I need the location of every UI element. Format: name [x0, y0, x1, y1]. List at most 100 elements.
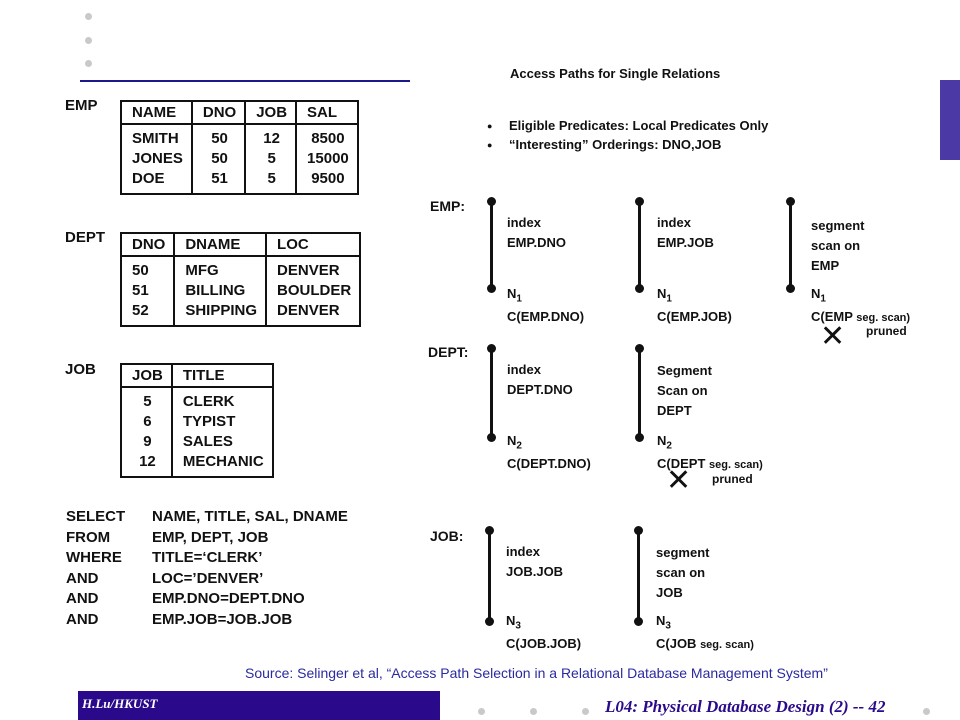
title-rule — [80, 80, 410, 82]
decorative-dot — [923, 708, 930, 715]
emp-plan-1-line — [487, 197, 496, 293]
dept-plan-2-line — [635, 344, 644, 442]
sql-clause: NAME, TITLE, SAL, DNAME — [152, 508, 348, 525]
emp-table-cell: 5 — [244, 149, 298, 169]
decorative-dot — [478, 708, 485, 715]
job-plan-2-text: segment scan on JOB — [656, 545, 710, 600]
emp-table-cell: DOE — [120, 169, 193, 195]
dept-plan-1-line — [487, 344, 496, 442]
dept-table-cell: MFG — [173, 256, 268, 281]
footer-slide-title: L04: Physical Database Design (2) -- 42 — [605, 697, 886, 716]
job-table-cell: CLERK — [170, 387, 274, 412]
emp-plan-2-line — [635, 197, 644, 293]
job-table-cell: 12 — [120, 452, 173, 478]
emp-column-header: SAL — [295, 100, 359, 125]
dept-table-cell: SHIPPING — [173, 301, 268, 327]
sql-clause: TITLE=‘CLERK’ — [152, 549, 263, 566]
access-paths-title: Access Paths for Single Relations — [510, 66, 721, 81]
emp-plan-3-pruned: pruned — [866, 324, 907, 338]
decorative-dot — [582, 708, 589, 715]
sql-clause: EMP.DNO=DEPT.DNO — [152, 590, 305, 607]
emp-table-cell: JONES — [120, 149, 193, 169]
emp-table-cell: 50 — [190, 124, 247, 149]
bullet-interesting-orderings: “Interesting” Orderings: DNO,JOB — [487, 137, 721, 153]
sql-clause: EMP, DEPT, JOB — [152, 528, 269, 546]
bullet-eligible-predicates: Eligible Predicates: Local Predicates On… — [487, 118, 768, 134]
dept-table-cell: 52 — [119, 301, 176, 327]
emp-plans-label: EMP: — [430, 198, 465, 214]
dept-column-header: DNAME — [173, 232, 268, 257]
emp-table-cell: 8500 — [295, 124, 359, 149]
emp-table-cell: 12 — [244, 124, 298, 149]
job-table-cell: MECHANIC — [170, 452, 274, 478]
dept-table-cell: BOULDER — [265, 281, 362, 301]
emp-plan-3-line — [786, 197, 795, 293]
sql-keyword: AND — [66, 610, 99, 628]
job-table-cell: 9 — [120, 432, 173, 452]
footer-author: H.Lu/HKUST — [82, 696, 158, 711]
dept-plan-2-pruned: pruned — [712, 472, 753, 486]
emp-table-cell: 9500 — [295, 169, 359, 195]
source-citation: Source: Selinger et al, “Access Path Sel… — [245, 665, 828, 681]
dept-table-cell: DENVER — [265, 256, 362, 281]
decorative-dot — [530, 708, 537, 715]
emp-label: EMP — [65, 97, 98, 114]
job-plan-2-line — [634, 526, 643, 626]
dept-label: DEPT — [65, 229, 106, 246]
emp-column-header: DNO — [190, 100, 247, 125]
job-plan-1-line — [485, 526, 494, 626]
emp-column-header: JOB — [244, 100, 298, 125]
emp-plan-3-text: segment scan on EMP — [811, 218, 865, 273]
dept-plan-1-text: index DEPT.DNO — [507, 362, 573, 397]
dept-column-header: LOC — [265, 232, 362, 257]
job-table-cell: TYPIST — [170, 412, 274, 432]
decorative-dot — [85, 60, 92, 67]
sql-keyword: FROM — [66, 528, 111, 546]
accent-block — [940, 80, 960, 160]
dept-table-cell: 51 — [119, 281, 176, 301]
decorative-dot — [85, 37, 92, 44]
footer-bar — [78, 691, 440, 720]
sql-clause: EMP.JOB=JOB.JOB — [152, 610, 293, 628]
job-table-cell: SALES — [170, 432, 274, 452]
emp-table-cell: SMITH — [120, 124, 193, 149]
emp-table-cell: 50 — [190, 149, 247, 169]
job-table-cell: 6 — [120, 412, 173, 432]
emp-table-cell: 15000 — [295, 149, 359, 169]
dept-column-header: DNO — [119, 232, 176, 257]
sql-keyword: AND — [66, 590, 99, 607]
job-label: JOB — [65, 361, 96, 378]
job-column-header: JOB — [120, 363, 173, 388]
dept-plans-label: DEPT: — [428, 344, 469, 360]
dept-table-cell: DENVER — [265, 301, 362, 327]
dept-plan-2-text: Segment Scan on DEPT — [657, 363, 712, 418]
emp-table-cell: 51 — [190, 169, 247, 195]
decorative-dot — [85, 13, 92, 20]
emp-table-cell: 5 — [244, 169, 298, 195]
sql-keyword: AND — [66, 569, 99, 587]
job-plans-label: JOB: — [430, 528, 464, 544]
sql-keyword: SELECT — [66, 508, 126, 525]
sql-clause: LOC=’DENVER’ — [152, 569, 264, 587]
